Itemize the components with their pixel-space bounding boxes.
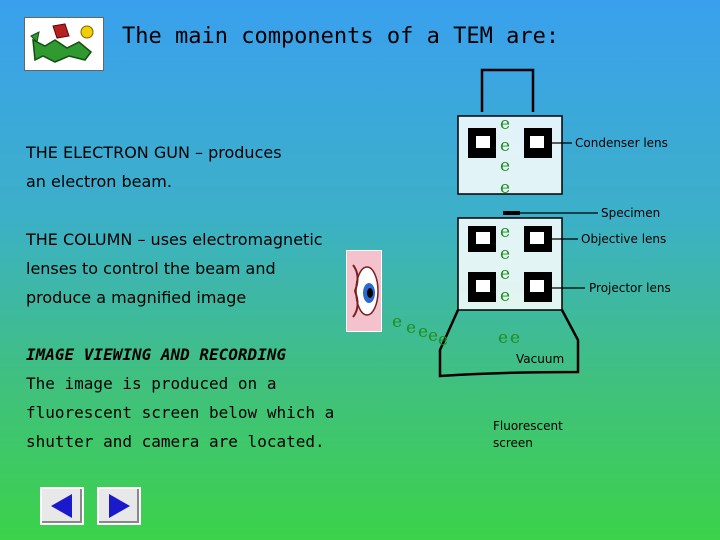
screen-label-line-1: Fluorescent: [493, 419, 563, 433]
electron: e: [500, 222, 511, 242]
column-text-1: – uses electromagnetic: [132, 230, 323, 249]
electron: e: [498, 328, 509, 348]
electron: e: [392, 312, 403, 332]
projector-lens-label: Projector lens: [589, 281, 671, 295]
column-text-2: lenses to control the beam and: [26, 259, 276, 278]
eye-icon: [346, 250, 382, 332]
electron: e: [500, 244, 511, 264]
column-heading: THE COLUMN: [26, 230, 133, 249]
objective-lens-label: Objective lens: [581, 232, 667, 246]
image-heading: IMAGE VIEWING AND RECORDING: [26, 345, 287, 364]
electron: e: [438, 330, 449, 350]
logo-dragon-icon: [24, 17, 104, 71]
label-leaders: [520, 142, 598, 289]
electron: e: [510, 328, 521, 348]
electron: e: [500, 156, 511, 176]
image-recording-description: IMAGE VIEWING AND RECORDING The image is…: [26, 340, 334, 456]
specimen-label: Specimen: [601, 206, 661, 220]
fluorescent-screen-label: Fluorescent screen: [493, 418, 563, 452]
electron: e: [428, 326, 439, 346]
gun-heading: THE ELECTRON GUN: [26, 143, 190, 162]
previous-slide-button[interactable]: [40, 487, 84, 525]
electron: e: [500, 286, 511, 306]
gun-description: THE ELECTRON GUN – produces an electron …: [26, 138, 282, 196]
gun-text-1: – produces: [189, 143, 282, 162]
triangle-right-icon: [109, 494, 130, 518]
electron: e: [500, 264, 511, 284]
image-text-3: shutter and camera are located.: [26, 432, 325, 451]
screen-label-line-2: screen: [493, 436, 533, 450]
next-slide-button[interactable]: [97, 487, 141, 525]
lens-cores: [476, 136, 544, 292]
electron: e: [418, 322, 429, 342]
image-text-1: The image is produced on a: [26, 374, 277, 393]
column-text-3: produce a magnified image: [26, 288, 247, 307]
triangle-left-icon: [51, 494, 72, 518]
gun-text-2: an electron beam.: [26, 172, 172, 191]
column-description: THE COLUMN – uses electromagnetic lenses…: [26, 225, 323, 312]
condenser-lens-label: Condenser lens: [575, 136, 668, 150]
electron: e: [406, 318, 417, 338]
electron: e: [500, 114, 511, 134]
electron: e: [500, 178, 511, 198]
electron: e: [500, 136, 511, 156]
image-text-2: fluorescent screen below which a: [26, 403, 335, 422]
vacuum-label: Vacuum: [516, 352, 565, 366]
page-title: The main components of a TEM are:: [122, 24, 560, 49]
